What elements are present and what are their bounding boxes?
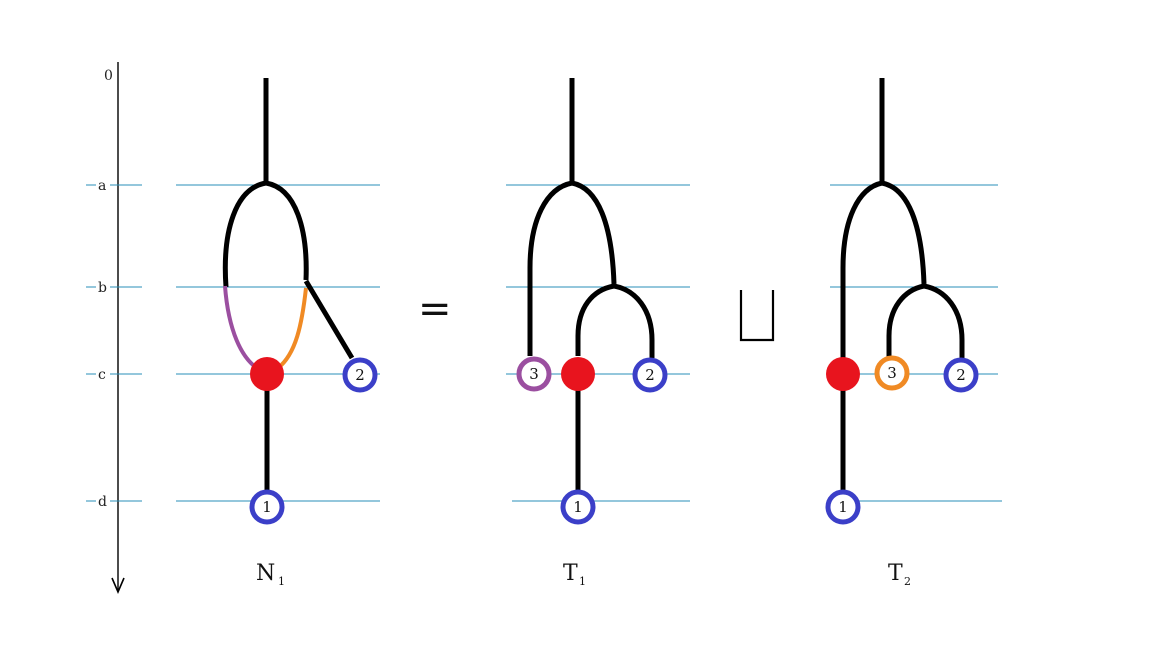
reticulation-edge-purple bbox=[223, 285, 265, 374]
leaf-node-2 bbox=[342, 357, 378, 393]
axis-arrow-icon bbox=[111, 577, 125, 595]
panel-subscript-t1: 1 bbox=[579, 575, 586, 588]
network-n1: 2 1 N 1 bbox=[222, 78, 378, 588]
leaf-label-1: 1 bbox=[262, 498, 272, 516]
leaf-label-2: 2 bbox=[355, 366, 365, 384]
inner-split-edges bbox=[886, 283, 965, 358]
panel-label-t2: T bbox=[888, 561, 903, 586]
leaf-node-2 bbox=[943, 357, 979, 393]
panel-label-t1: T bbox=[563, 561, 578, 586]
panel-subscript-t2: 2 bbox=[904, 575, 911, 588]
reticulation-edge-orange bbox=[276, 287, 308, 370]
leaf-node-3 bbox=[516, 356, 552, 392]
level-label-b: b bbox=[98, 280, 107, 296]
level-label-a: a bbox=[98, 178, 106, 194]
red-node bbox=[561, 357, 595, 391]
equals-sign: = bbox=[418, 286, 452, 332]
tree-t2: 3 2 1 T 2 bbox=[825, 78, 979, 588]
panel-label-n1: N bbox=[256, 561, 275, 586]
leaf-label-1: 1 bbox=[838, 498, 848, 516]
leaf-node-1 bbox=[249, 489, 285, 525]
red-node bbox=[826, 357, 860, 391]
split-edges bbox=[840, 180, 927, 285]
leaf-label-1: 1 bbox=[573, 498, 583, 516]
leaf-label-3: 3 bbox=[529, 365, 539, 383]
level-label-c: c bbox=[98, 367, 106, 383]
leaf-node-1 bbox=[560, 489, 596, 525]
split-edges bbox=[527, 180, 617, 285]
inner-split-edges bbox=[575, 283, 655, 358]
leaf-label-2: 2 bbox=[956, 366, 966, 384]
leaf-label-3: 3 bbox=[887, 364, 897, 382]
level-label-d: d bbox=[98, 494, 107, 510]
disjoint-union-symbol bbox=[739, 290, 775, 342]
edge-to-leaf-2 bbox=[303, 279, 355, 360]
level-lines bbox=[176, 184, 1002, 502]
leaf-node-3 bbox=[874, 355, 910, 391]
leaf-label-2: 2 bbox=[645, 366, 655, 384]
level-label-0: 0 bbox=[104, 68, 113, 84]
time-axis: 0 a b c d bbox=[86, 62, 142, 595]
tree-t1: 3 2 1 T 1 bbox=[516, 78, 668, 588]
leaf-node-1 bbox=[825, 489, 861, 525]
split-edges bbox=[222, 180, 309, 288]
reticulation-node bbox=[250, 357, 284, 391]
leaf-node-2 bbox=[632, 357, 668, 393]
panel-subscript-n1: 1 bbox=[278, 575, 285, 588]
